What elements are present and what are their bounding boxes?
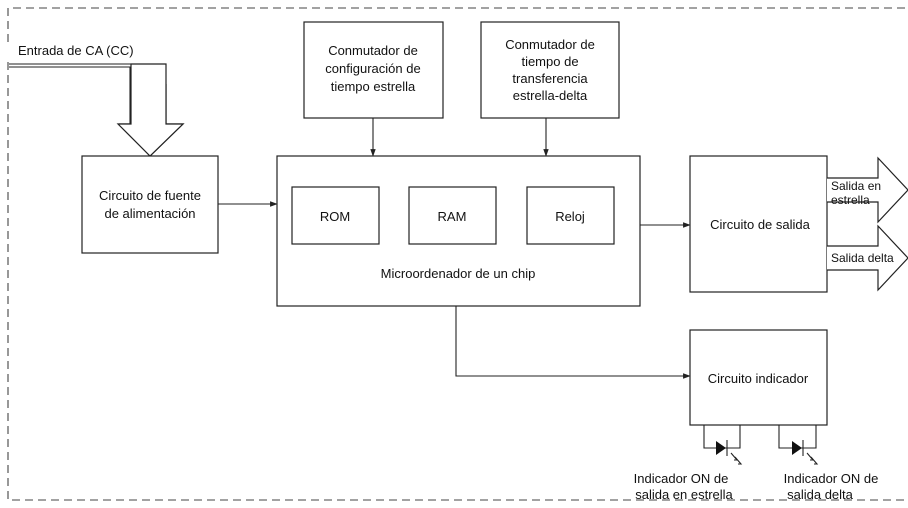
star-config-line1: Conmutador de: [328, 43, 418, 58]
microcomputer-block: ROM RAM Reloj Microordenador de un chip: [276, 155, 641, 307]
star-output-line1: Salida en: [831, 179, 881, 193]
rom-block: [291, 186, 380, 245]
input-label: Entrada de CA (CC): [18, 43, 134, 58]
input-hollow-arrow-main: [116, 63, 185, 157]
indicator-circuit-label: Circuito indicador: [708, 371, 809, 386]
micro-to-indicator-arrow: [455, 306, 691, 379]
star-indicator-line2: salida en estrella: [635, 487, 733, 502]
star-indicator-line1: Indicador ON de: [634, 471, 729, 486]
power-supply-block: Circuito de fuente de alimentación: [81, 155, 219, 254]
transfer-switch-block: Conmutador de tiempo de transferencia es…: [480, 21, 620, 119]
indicator-circuit-block: Circuito indicador: [689, 329, 828, 426]
input-line: [9, 63, 137, 124]
clock-label: Reloj: [555, 209, 585, 224]
input-line-inner: [9, 66, 131, 124]
output-circuit-block: Circuito de salida: [689, 155, 828, 293]
light-ray-icon: [806, 452, 819, 465]
delta-indicator-line2: salida delta: [787, 487, 854, 502]
transfer-line2: tiempo de: [521, 54, 578, 69]
delta-output-arrow: [827, 224, 908, 292]
clock-block: [526, 186, 615, 245]
ram-label: RAM: [438, 209, 467, 224]
transfer-line1: Conmutador de: [505, 37, 595, 52]
delta-output-label: Salida delta: [831, 251, 894, 265]
transfer-line4: estrella-delta: [513, 88, 588, 103]
rom-label: ROM: [320, 209, 350, 224]
light-ray-icon: [730, 452, 743, 465]
transfer-line3: transferencia: [512, 71, 588, 86]
star-config-line3: tiempo estrella: [331, 79, 416, 94]
star-indicator-led: [703, 425, 743, 465]
power-supply-line2: de alimentación: [104, 206, 195, 221]
star-config-switch-block: Conmutador de configuración de tiempo es…: [303, 21, 444, 119]
dashed-boundary: [7, 7, 906, 501]
star-output-arrow: [827, 156, 908, 224]
led-icon: [716, 441, 726, 455]
power-supply-line1: Circuito de fuente: [99, 188, 201, 203]
microcomputer-label: Microordenador de un chip: [381, 266, 536, 281]
delta-indicator-led: [778, 425, 819, 465]
delta-indicator-line1: Indicador ON de: [784, 471, 879, 486]
star-output-line2: estrella: [831, 193, 870, 207]
output-circuit-label: Circuito de salida: [710, 217, 810, 232]
ram-block: [408, 186, 497, 245]
star-config-line2: configuración de: [325, 61, 420, 76]
led-icon: [792, 441, 802, 455]
